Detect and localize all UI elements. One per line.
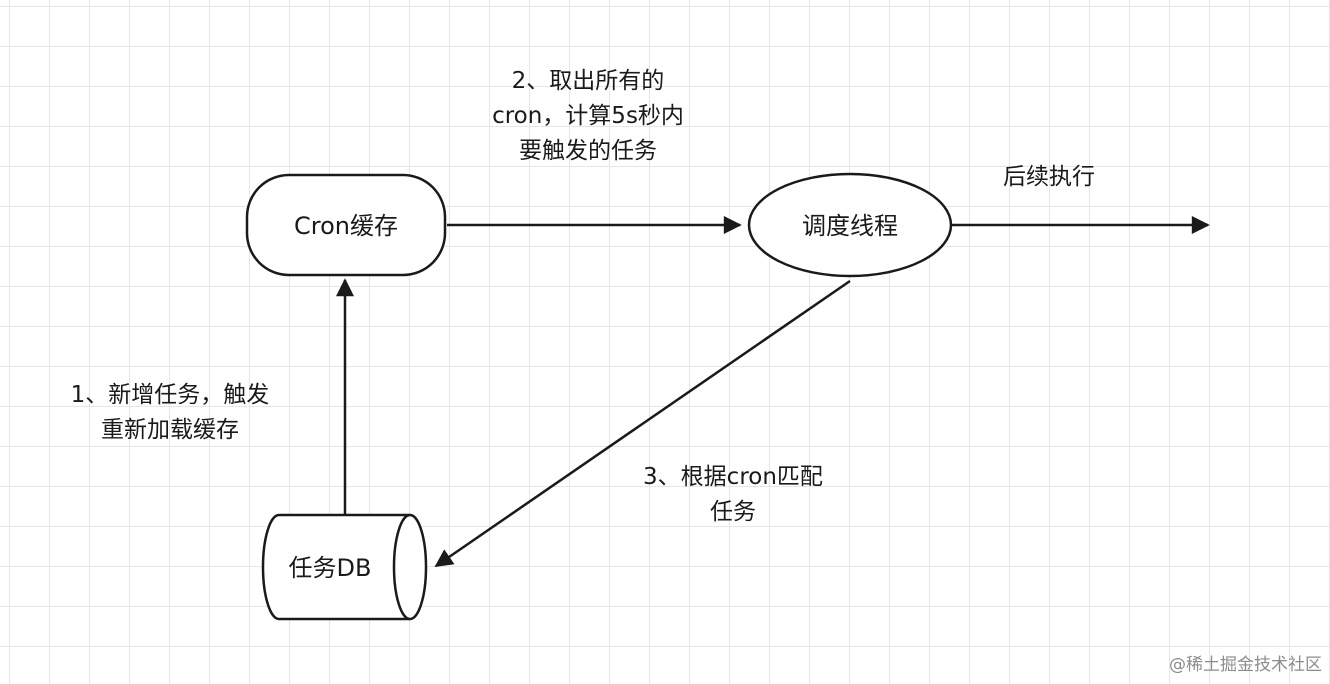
label-step3-line2: 任务 [710,499,756,525]
node-task-db: 任务DB [261,513,428,621]
label-step2: 2、取出所有的 cron，计算5s秒内 要触发的任务 [492,68,684,164]
label-step2-line1: 2、取出所有的 [512,68,665,94]
label-step2-line3: 要触发的任务 [519,138,657,164]
watermark: @稀土掘金技术社区 [1169,655,1322,675]
node-scheduler-label: 调度线程 [802,212,898,240]
label-step3-line1: 3、根据cron匹配 [643,464,823,490]
label-step1: 1、新增任务，触发 重新加载缓存 [71,382,270,443]
edge-scheduler-to-db [434,279,851,568]
label-followup: 后续执行 [1003,164,1095,190]
node-task-db-label: 任务DB [289,554,372,582]
node-scheduler: 调度线程 [747,172,953,278]
label-step1-line2: 重新加载缓存 [101,417,239,443]
node-cron-cache-label: Cron缓存 [294,212,398,240]
node-cron-cache: Cron缓存 [245,173,447,277]
label-step3: 3、根据cron匹配 任务 [643,464,823,525]
label-step2-line2: cron，计算5s秒内 [492,103,684,129]
label-step1-line1: 1、新增任务，触发 [71,382,270,408]
